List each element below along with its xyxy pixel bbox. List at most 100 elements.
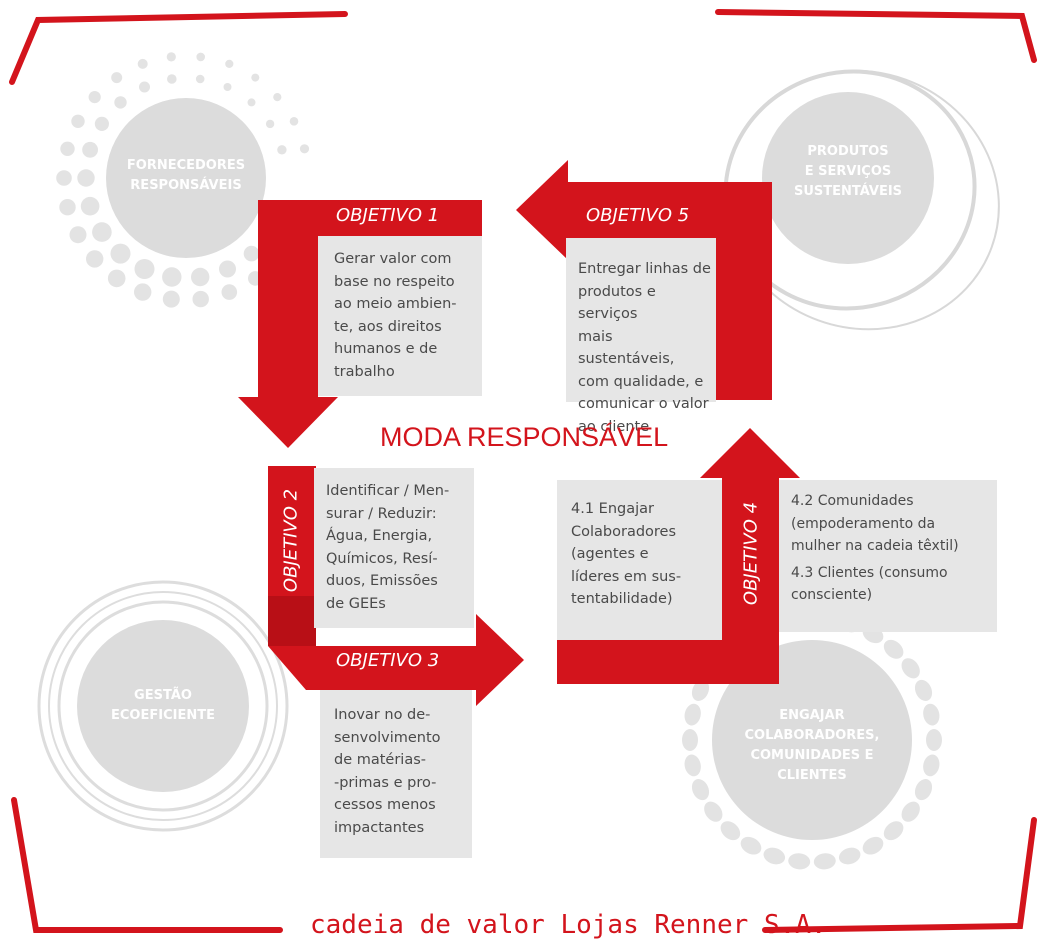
corner-bottom-left bbox=[11, 797, 283, 933]
decor-dot bbox=[219, 260, 236, 278]
circle-produtos bbox=[762, 92, 934, 264]
decor-dot bbox=[196, 52, 205, 62]
decor-dot bbox=[191, 267, 210, 287]
objective-4-label: OBJETIVO 4 bbox=[740, 501, 762, 606]
objective-4-right-box: 4.2 Comunidades(empoderamento da mulher … bbox=[779, 480, 997, 632]
decor-dot bbox=[137, 58, 148, 69]
corner-bottom-right bbox=[762, 817, 1037, 933]
decor-dot bbox=[167, 74, 177, 84]
decor-dot bbox=[92, 222, 112, 242]
decor-crescent bbox=[901, 658, 920, 679]
circle-gestao bbox=[77, 620, 249, 792]
decor-crescent bbox=[883, 821, 904, 841]
decor-crescent bbox=[788, 853, 811, 870]
decor-crescent bbox=[914, 779, 933, 801]
concentric-rings-gestao bbox=[37, 580, 289, 832]
decor-crescent bbox=[838, 847, 861, 865]
decor-dot bbox=[162, 290, 180, 308]
decor-dot bbox=[94, 116, 109, 131]
decor-crescent bbox=[763, 847, 786, 865]
arrow-obj1-point bbox=[238, 397, 338, 448]
corner-top-left bbox=[9, 11, 348, 85]
decor-dot bbox=[223, 83, 232, 91]
decor-dot bbox=[77, 169, 95, 187]
decor-dot bbox=[277, 145, 287, 155]
decor-dot bbox=[80, 196, 100, 216]
decor-crescent bbox=[691, 679, 710, 701]
decor-crescent bbox=[923, 703, 940, 726]
circle-engajar bbox=[712, 640, 912, 840]
objective-2-label: OBJETIVO 2 bbox=[280, 488, 302, 593]
arrow-obj1-shaft bbox=[258, 200, 318, 397]
decor-crescent bbox=[704, 801, 723, 822]
objective-1-label: OBJETIVO 1 bbox=[336, 205, 440, 226]
decor-crescent bbox=[926, 729, 942, 751]
decor-dot bbox=[299, 144, 310, 154]
decor-dot bbox=[56, 170, 72, 186]
footer-caption: cadeia de valor Lojas Renner S.A. bbox=[310, 910, 827, 940]
decor-dot bbox=[221, 284, 238, 300]
decor-dot bbox=[59, 199, 76, 216]
dotted-ring-fornecedores bbox=[56, 52, 310, 308]
decor-dot bbox=[82, 141, 98, 158]
decor-crescent bbox=[691, 779, 710, 801]
decor-crescent bbox=[682, 729, 698, 751]
decor-dot bbox=[225, 59, 234, 68]
arrow-obj4-shaft bbox=[722, 476, 779, 684]
decor-dot bbox=[134, 283, 152, 301]
decor-crescent bbox=[684, 754, 701, 777]
decor-dot bbox=[243, 245, 260, 262]
decor-dot bbox=[60, 141, 75, 156]
circle-fornecedores bbox=[106, 98, 266, 258]
decor-crescent bbox=[740, 836, 762, 855]
decor-dot bbox=[166, 52, 176, 62]
decor-dot bbox=[251, 73, 260, 82]
decor-dot bbox=[265, 119, 275, 129]
objective-5-label: OBJETIVO 5 bbox=[586, 205, 690, 226]
decor-dot bbox=[289, 117, 299, 126]
decor-dot bbox=[107, 269, 126, 288]
arrow-obj3-point bbox=[476, 614, 524, 706]
center-title: MODA RESPONSÁVEL bbox=[380, 422, 669, 452]
decor-dot bbox=[192, 290, 209, 308]
decor-dot bbox=[195, 74, 205, 84]
decor-dot bbox=[88, 91, 101, 104]
corner-top-right bbox=[715, 9, 1037, 63]
decor-dot bbox=[111, 72, 123, 84]
decor-dot bbox=[69, 226, 87, 244]
arrow-obj5-point bbox=[516, 160, 568, 260]
decor-dot bbox=[273, 93, 282, 102]
arrow-obj4-point bbox=[700, 428, 800, 478]
arrow-obj5-shaft bbox=[716, 182, 772, 400]
decor-crescent bbox=[883, 639, 904, 659]
decor-dot bbox=[86, 250, 104, 268]
decor-crescent bbox=[862, 836, 884, 855]
decor-crescent bbox=[813, 853, 836, 870]
decor-crescent bbox=[684, 703, 701, 726]
decor-dot bbox=[162, 267, 182, 287]
decor-crescent bbox=[901, 801, 920, 822]
decor-dot bbox=[114, 96, 127, 109]
arrow-obj2-dark bbox=[268, 596, 316, 646]
decor-crescent bbox=[923, 754, 940, 777]
decor-dot bbox=[134, 259, 155, 279]
arrow-obj3-bar bbox=[268, 646, 476, 690]
decor-crescent bbox=[914, 679, 933, 701]
decor-dot bbox=[139, 81, 150, 93]
decor-dot bbox=[110, 243, 131, 264]
objective-3-label: OBJETIVO 3 bbox=[336, 650, 440, 671]
decor-crescent bbox=[720, 821, 741, 841]
objective-3-box: Inovar no de-senvolvimento de matérias--… bbox=[320, 690, 472, 858]
decor-dot bbox=[71, 114, 85, 128]
decor-dot bbox=[247, 98, 256, 107]
objective-2-box: Identificar / Men-surar / Reduzir: Água,… bbox=[314, 468, 474, 628]
